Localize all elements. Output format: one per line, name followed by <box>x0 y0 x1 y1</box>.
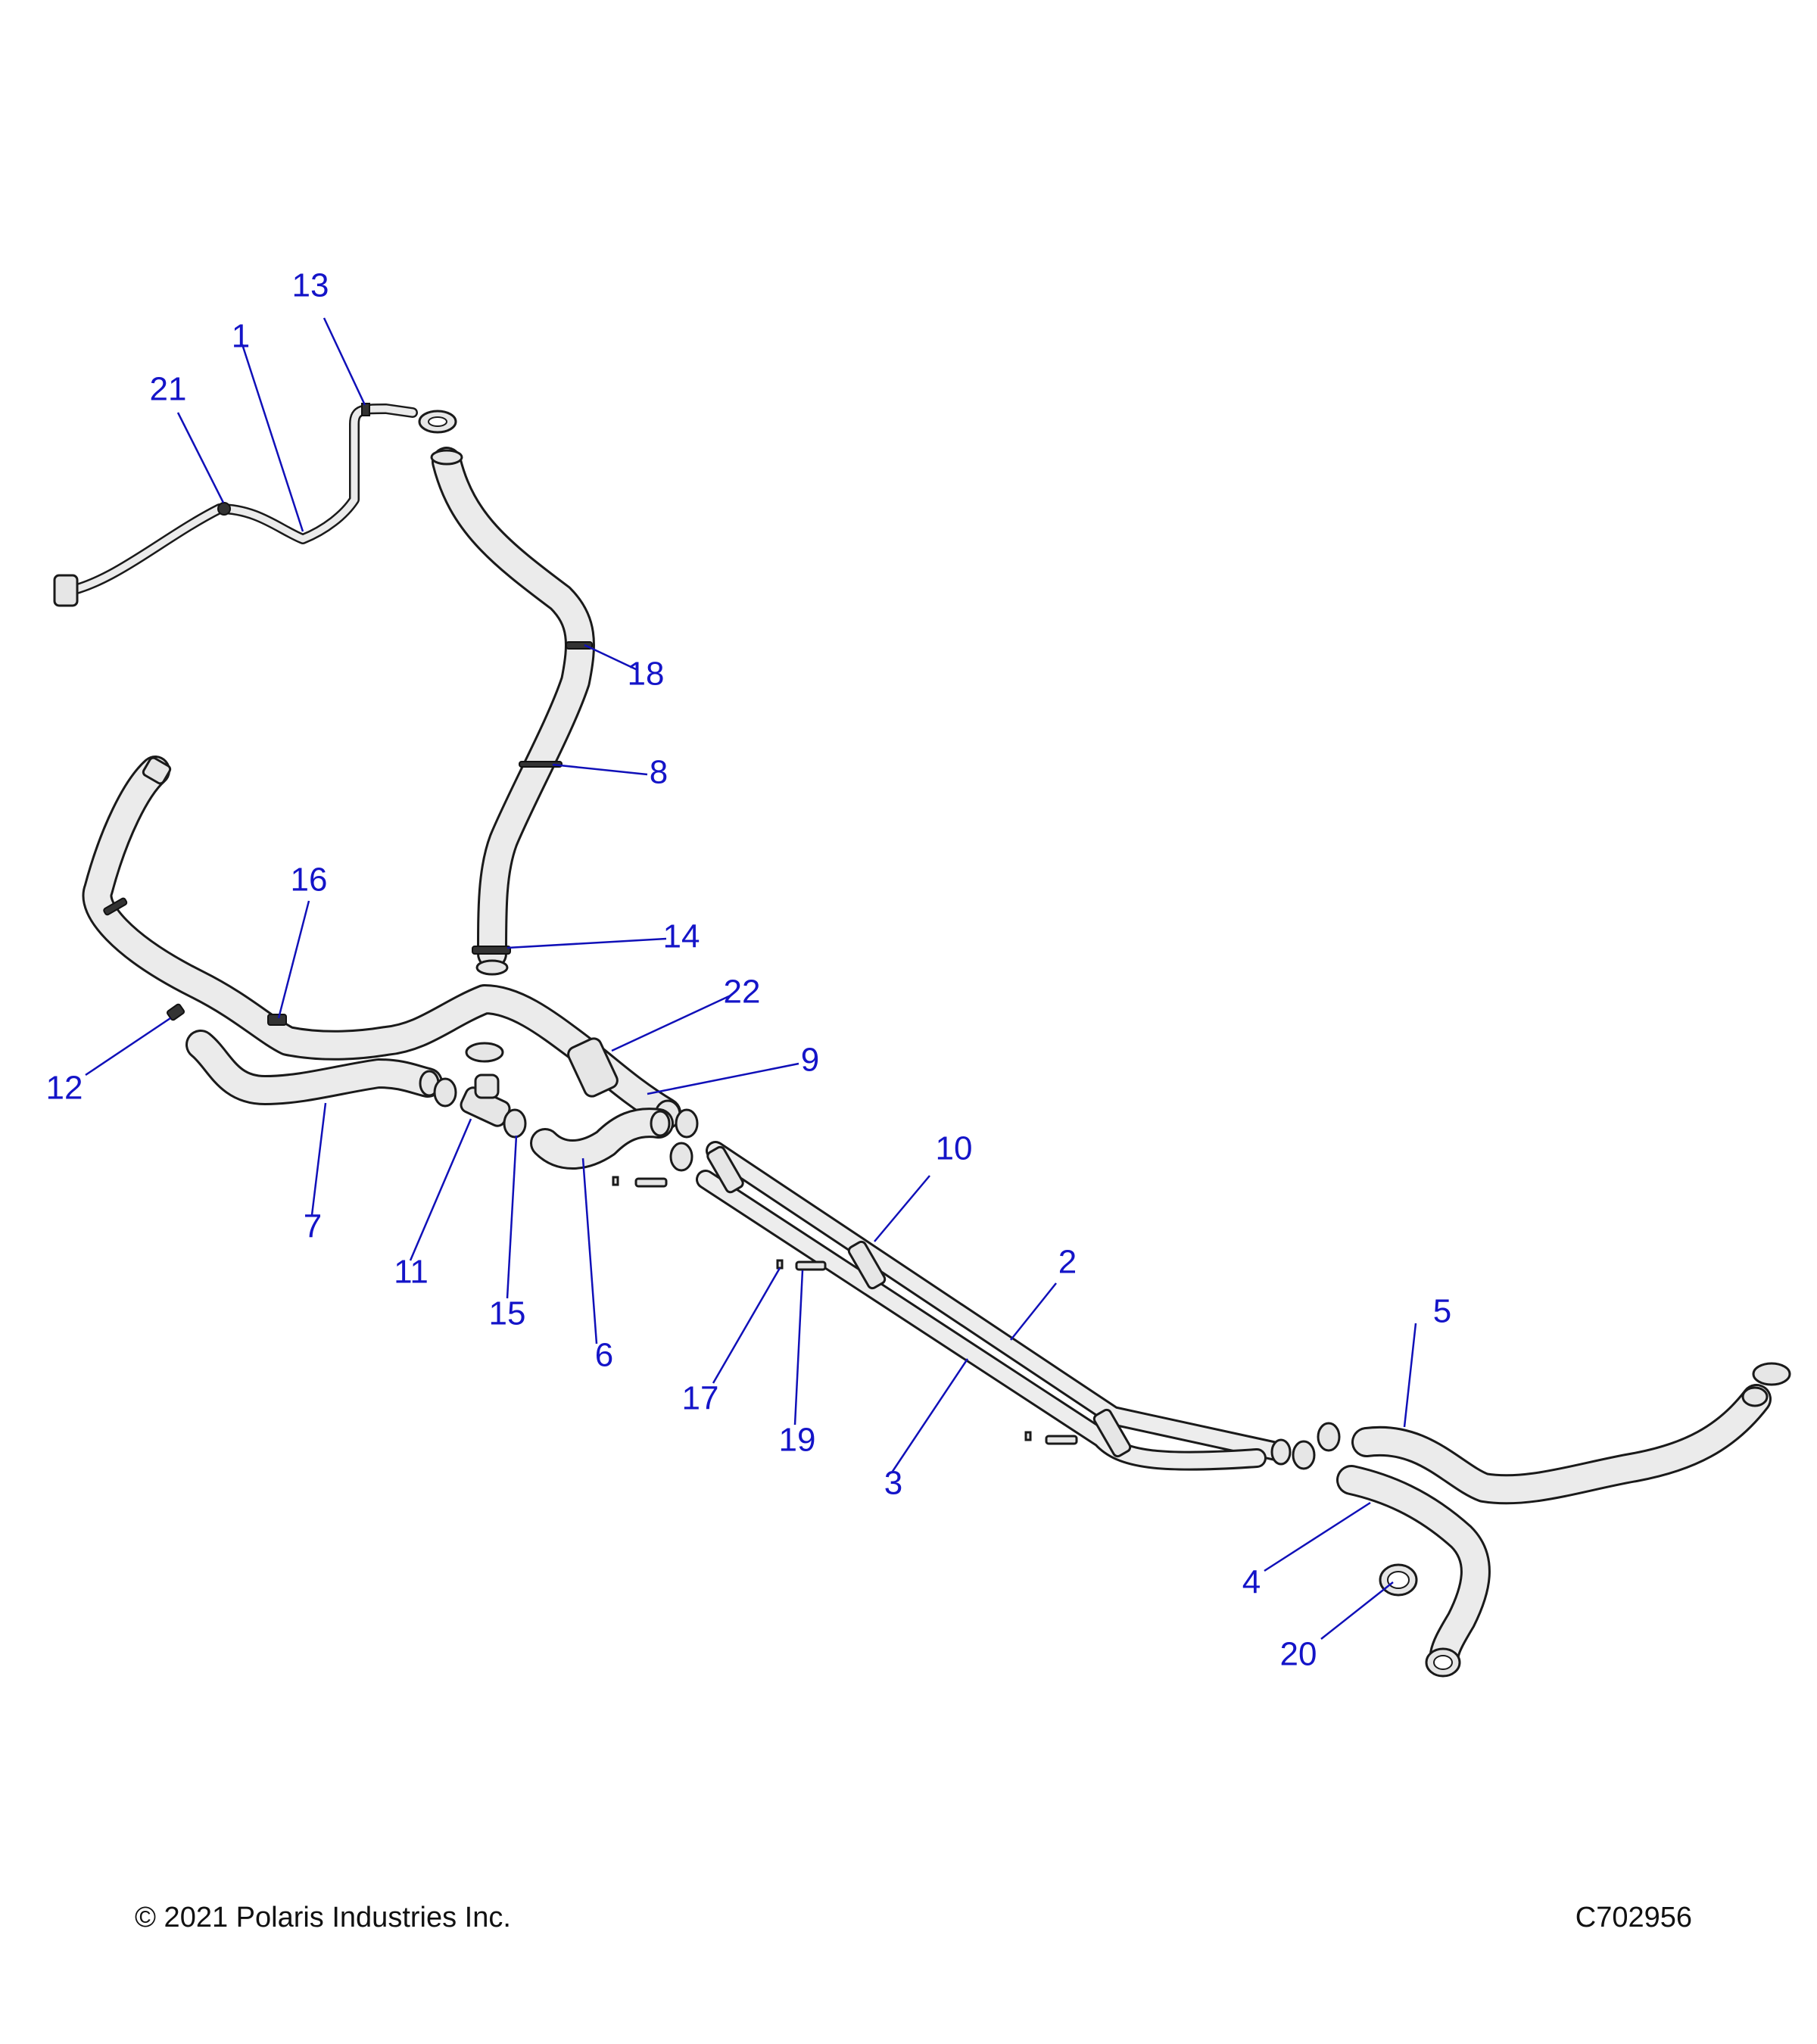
callout-12: 12 <box>46 1070 83 1107</box>
bolt <box>634 1177 668 1188</box>
part-17-screw <box>776 1259 784 1270</box>
callout-7: 7 <box>304 1208 322 1245</box>
part-2-3-coolant-pipes <box>696 1141 1341 1471</box>
part-16-clamp <box>267 1014 287 1026</box>
small-bolt <box>1024 1431 1032 1441</box>
drawing-number: C702956 <box>1575 1902 1692 1933</box>
hose-clamp <box>1317 1422 1341 1452</box>
tee-branch <box>474 1073 500 1099</box>
part-8-coolant-hose <box>430 447 595 976</box>
hose-clamp <box>1292 1440 1316 1470</box>
hose-clamp <box>675 1108 699 1139</box>
callout-14: 14 <box>663 918 700 955</box>
callout-11: 11 <box>394 1254 429 1291</box>
pipe-bracket <box>706 1145 744 1194</box>
callout-2: 2 <box>1058 1244 1077 1281</box>
part-5-coolant-hose <box>1351 1362 1791 1505</box>
copyright-notice: © 2021 Polaris Industries Inc. <box>135 1902 511 1933</box>
part-14-clamp <box>472 946 511 955</box>
part-9-coolant-hose <box>82 756 681 1129</box>
bolt <box>1045 1435 1078 1445</box>
callout-19: 19 <box>779 1422 816 1459</box>
hose-end-fitting <box>53 574 79 607</box>
part-15-clamp <box>503 1108 527 1139</box>
hose-clamp <box>433 1077 457 1108</box>
tee-fitting-assembly <box>433 1042 527 1139</box>
callout-17: 17 <box>682 1380 719 1417</box>
part-22-bracket <box>567 1037 619 1098</box>
part-6-coolant-hose <box>530 1108 699 1172</box>
hose-clamp <box>669 1142 693 1172</box>
callout-3: 3 <box>884 1465 902 1502</box>
leader-lines <box>85 317 1417 1640</box>
callout-13: 13 <box>292 267 329 304</box>
part-12-fitting <box>166 1003 185 1021</box>
part-4-coolant-hose <box>1336 1465 1491 1678</box>
part-19-bolt <box>795 1260 827 1271</box>
callout-20: 20 <box>1280 1636 1317 1673</box>
callout-6: 6 <box>595 1337 613 1374</box>
fastener-bolts <box>612 1176 1078 1445</box>
callout-10: 10 <box>936 1130 973 1167</box>
hose-clamp <box>465 1042 504 1063</box>
small-bolt <box>612 1176 619 1186</box>
hose-clamp-band <box>103 897 128 916</box>
part-1-thin-hose <box>53 403 457 607</box>
part-10-bracket <box>847 1240 887 1290</box>
callout-15: 15 <box>489 1295 526 1332</box>
callout-18: 18 <box>628 656 665 693</box>
callout-5: 5 <box>1433 1293 1451 1330</box>
part-18-clamp <box>566 641 593 650</box>
hose-clamp <box>1752 1362 1791 1386</box>
part-21-tee-fitting <box>217 502 231 516</box>
callout-labels: 1 2 3 4 5 6 7 8 9 10 11 12 13 14 15 16 1… <box>46 267 1452 1673</box>
callout-9: 9 <box>801 1042 819 1079</box>
callout-1: 1 <box>232 318 250 355</box>
callout-16: 16 <box>291 862 328 899</box>
callout-4: 4 <box>1242 1564 1261 1601</box>
callout-8: 8 <box>650 754 668 791</box>
callout-21: 21 <box>150 371 187 408</box>
callout-22: 22 <box>724 974 761 1011</box>
part-13-small-clamp <box>361 403 370 416</box>
pipe-bracket <box>1092 1408 1132 1458</box>
hose-band <box>519 761 563 768</box>
